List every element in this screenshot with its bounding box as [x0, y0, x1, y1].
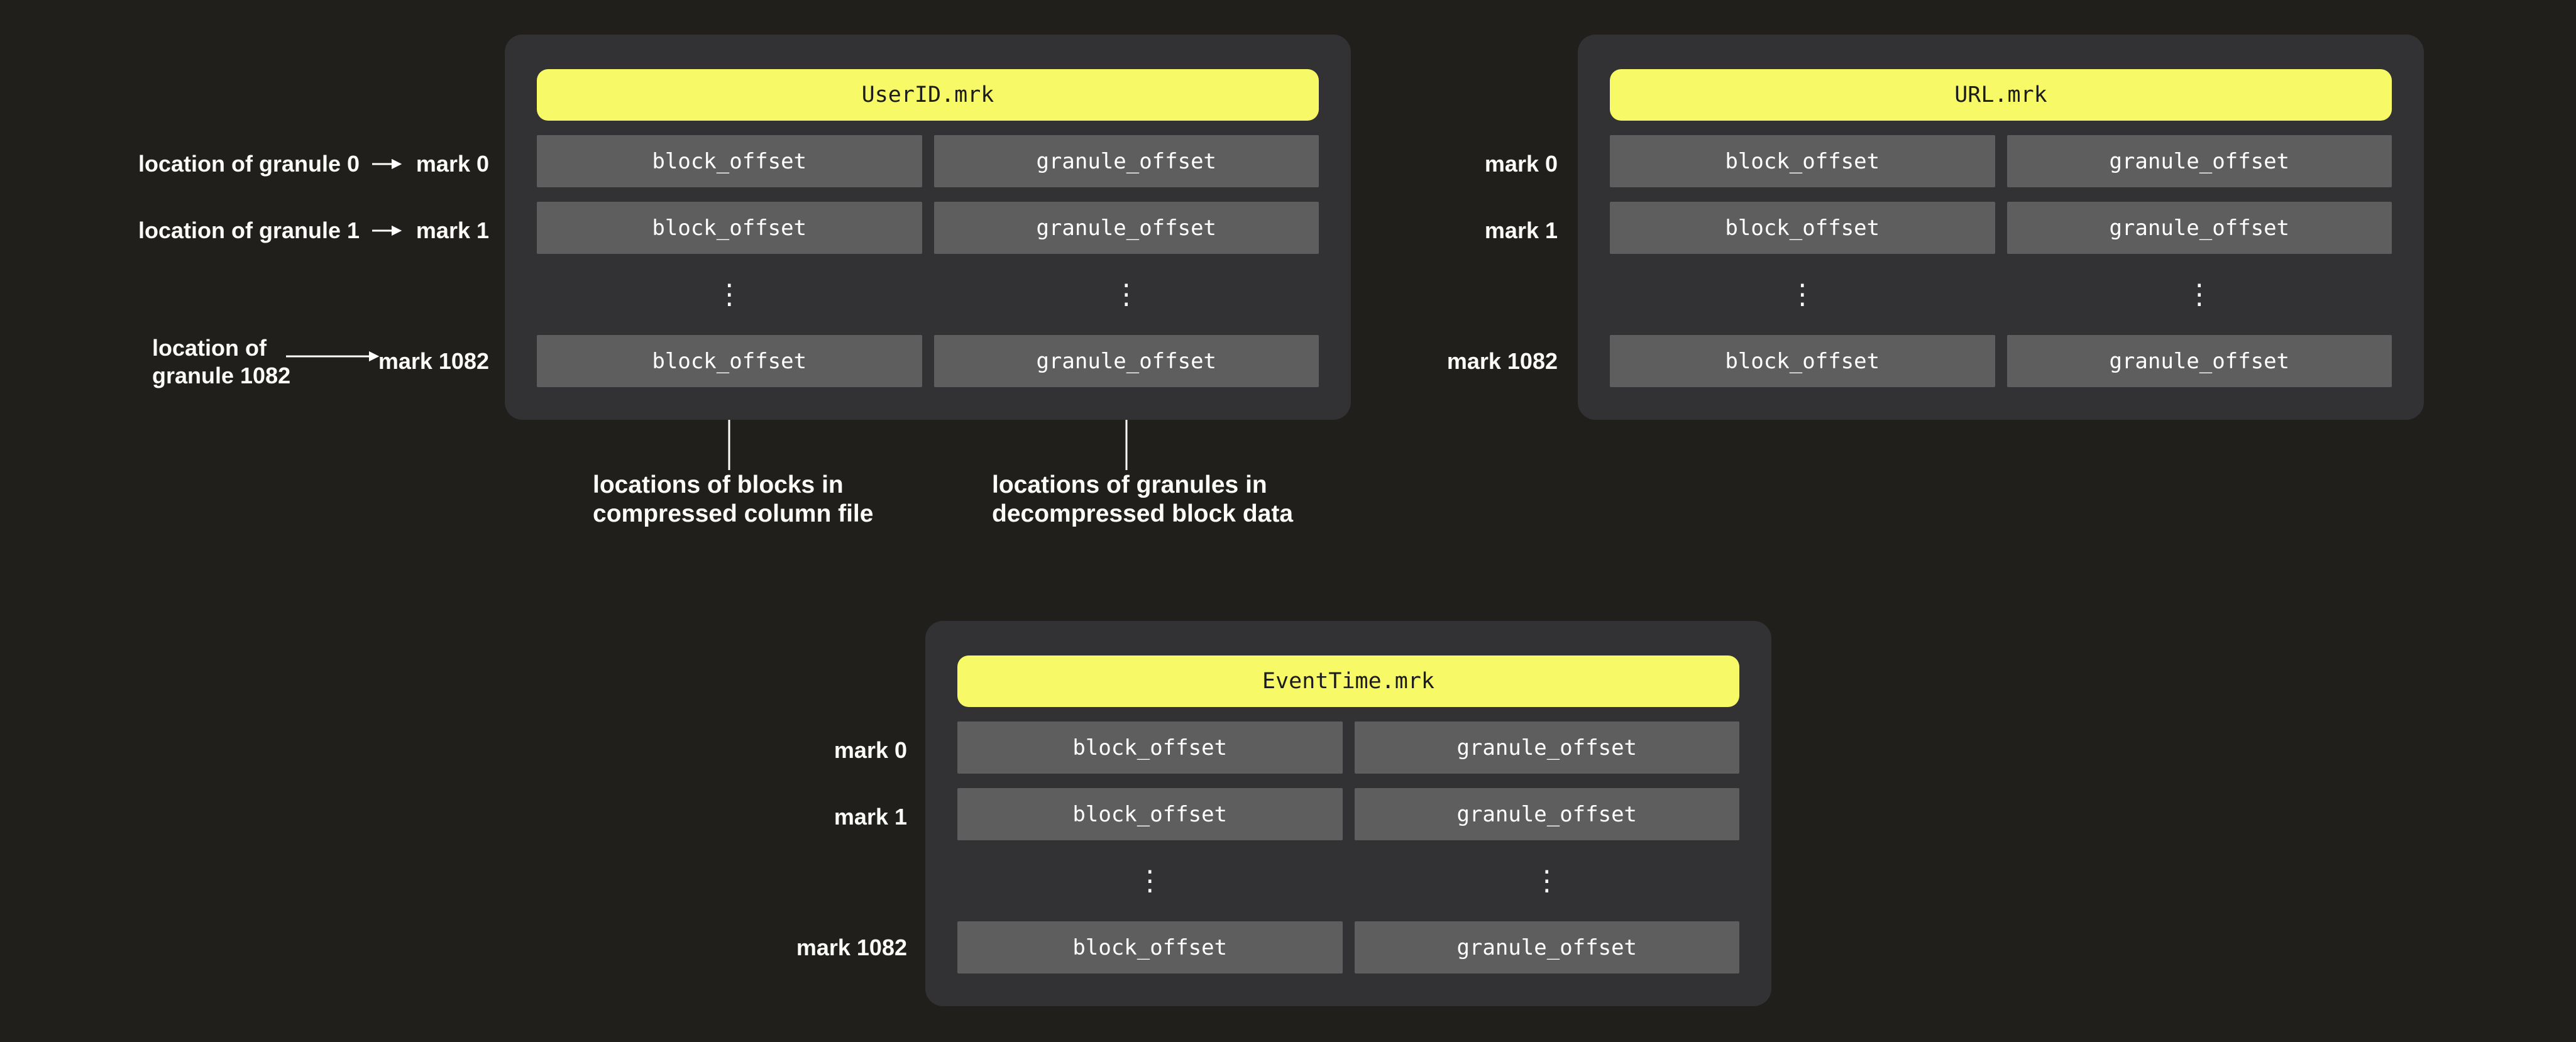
block-offset-cell: block_offset — [957, 721, 1343, 774]
location-label-granule-1: location of granule 1 — [138, 217, 360, 243]
vertical-ellipsis: ⋮ — [1112, 278, 1140, 310]
mark-row: block_offset granule_offset — [1610, 135, 2392, 187]
blocks-location-note: locations of blocks in compressed column… — [593, 471, 873, 529]
mark-row: block_offset granule_offset — [957, 921, 1739, 973]
mrk-file-header: EventTime.mrk — [957, 655, 1739, 707]
location-label-line1: location of — [152, 335, 267, 361]
mrk-file-header: UserID.mrk — [537, 69, 1319, 121]
ellipsis-row: ⋮ ⋮ — [537, 268, 1319, 321]
mark-row: block_offset granule_offset — [957, 788, 1739, 840]
mark-label: mark 1 — [1484, 217, 1558, 243]
granule-offset-cell: granule_offset — [2006, 202, 2392, 254]
vertical-ellipsis: ⋮ — [1533, 864, 1561, 897]
block-offset-cell: block_offset — [957, 921, 1343, 973]
mark-row: block_offset granule_offset — [537, 135, 1319, 187]
blocks-note-line2: compressed column file — [593, 500, 874, 527]
location-label-granule-1082: location of granule 1082 — [152, 334, 290, 390]
blocks-note-line1: locations of blocks in — [593, 471, 844, 498]
block-offset-cell: block_offset — [1610, 335, 1995, 387]
granule-offset-cell: granule_offset — [2006, 135, 2392, 187]
granules-note-line1: locations of granules in — [992, 471, 1267, 498]
block-offset-cell: block_offset — [957, 788, 1343, 840]
mark-label: mark 1082 — [378, 348, 489, 374]
block-offset-cell: block_offset — [537, 335, 922, 387]
vertical-ellipsis: ⋮ — [1788, 278, 1817, 310]
panel-userid: UserID.mrk block_offset granule_offset b… — [505, 35, 1351, 420]
panel-url: URL.mrk block_offset granule_offset bloc… — [1578, 35, 2424, 420]
mark-label: mark 0 — [834, 737, 907, 763]
mark-row: block_offset granule_offset — [1610, 335, 2392, 387]
granules-note-line2: decompressed block data — [992, 500, 1294, 527]
block-offset-cell: block_offset — [537, 202, 922, 254]
location-label-line2: granule 1082 — [152, 363, 291, 388]
granule-offset-cell: granule_offset — [933, 135, 1319, 187]
granule-offset-cell: granule_offset — [1354, 788, 1739, 840]
block-offset-cell: block_offset — [1610, 202, 1995, 254]
mark-row: block_offset granule_offset — [1610, 202, 2392, 254]
panel-eventtime: EventTime.mrk block_offset granule_offse… — [925, 621, 1771, 1006]
mark-row: block_offset granule_offset — [537, 335, 1319, 387]
mark-label: mark 1082 — [796, 935, 907, 960]
granule-offset-cell: granule_offset — [933, 202, 1319, 254]
mark-label: mark 1 — [834, 804, 907, 830]
block-offset-cell: block_offset — [537, 135, 922, 187]
granule-offset-cell: granule_offset — [933, 335, 1319, 387]
granules-location-note: locations of granules in decompressed bl… — [992, 471, 1293, 529]
mark-row: block_offset granule_offset — [537, 202, 1319, 254]
mark-label: mark 0 — [1484, 151, 1558, 177]
vertical-ellipsis: ⋮ — [1136, 864, 1164, 897]
mark-label: mark 1082 — [1446, 348, 1558, 374]
mark-label: mark 0 — [416, 151, 489, 177]
mark-label: mark 1 — [416, 217, 489, 243]
granule-offset-cell: granule_offset — [2006, 335, 2392, 387]
block-offset-cell: block_offset — [1610, 135, 1995, 187]
vertical-ellipsis: ⋮ — [715, 278, 744, 310]
granule-offset-cell: granule_offset — [1354, 921, 1739, 973]
ellipsis-row: ⋮ ⋮ — [1610, 268, 2392, 321]
vertical-ellipsis: ⋮ — [2185, 278, 2213, 310]
granule-offset-cell: granule_offset — [1354, 721, 1739, 774]
mark-row: block_offset granule_offset — [957, 721, 1739, 774]
mrk-file-header: URL.mrk — [1610, 69, 2392, 121]
location-label-granule-0: location of granule 0 — [138, 151, 360, 177]
ellipsis-row: ⋮ ⋮ — [957, 855, 1739, 907]
